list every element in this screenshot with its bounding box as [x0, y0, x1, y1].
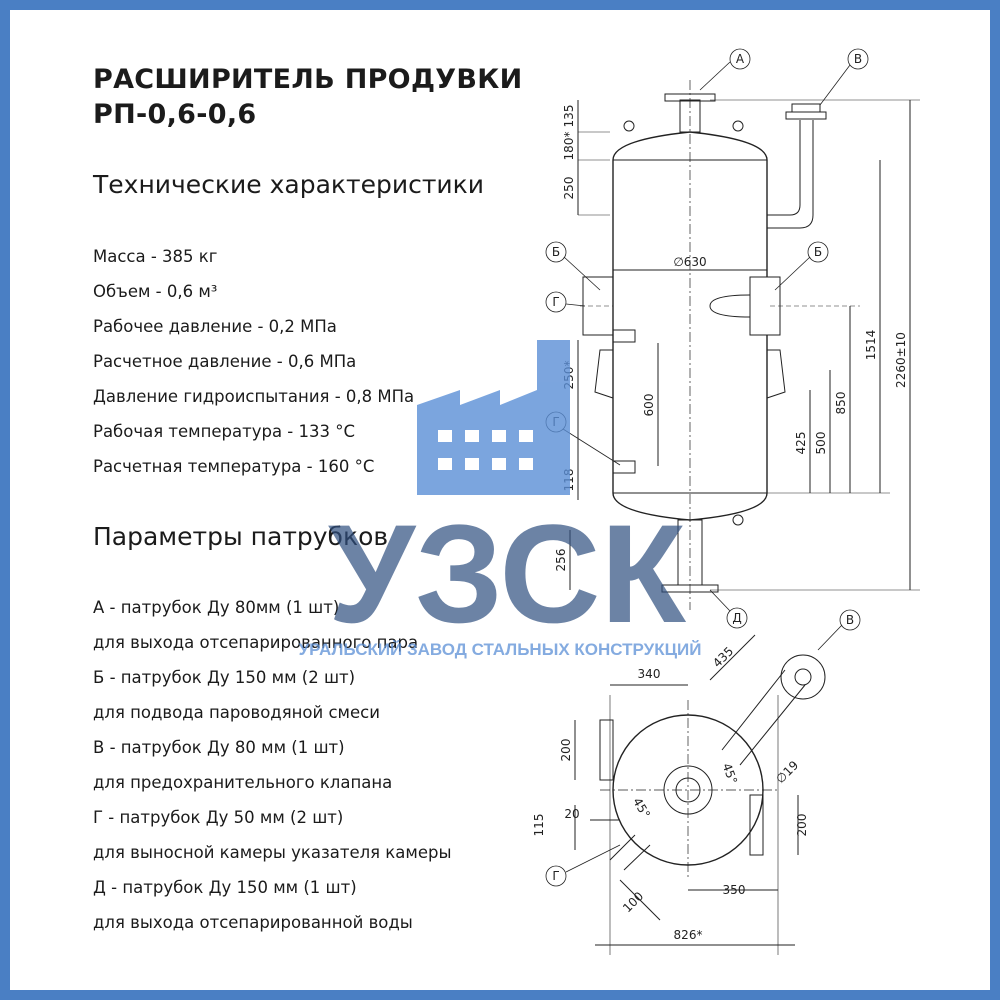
title-line-2: РП-0,6-0,6	[93, 99, 257, 130]
dim-1514: 1514	[864, 330, 878, 361]
dim-200b: 200	[795, 814, 809, 837]
elevation-view	[569, 80, 920, 610]
dim-850: 850	[834, 392, 848, 415]
dim-350: 350	[723, 883, 746, 897]
nozzle-item: А - патрубок Ду 80мм (1 шт)	[93, 598, 340, 617]
technical-drawing: А В Б Б Г Г Д В Г 135 180* 250 ∅630 250*…	[532, 48, 920, 955]
callout-BE-left: Б	[552, 245, 560, 259]
callout-A: А	[736, 52, 745, 66]
dim-200a: 200	[559, 739, 573, 762]
nozzle-item: для выхода отсепарированного пара	[93, 633, 419, 652]
nozzle-item: для выхода отсепарированной воды	[93, 913, 413, 932]
logo-tagline: УРАЛЬСКИЙ ЗАВОД СТАЛЬНЫХ КОНСТРУКЦИЙ	[299, 640, 702, 659]
page-frame: РАСШИРИТЕЛЬ ПРОДУВКИ РП-0,6-0,6 Техничес…	[10, 10, 990, 990]
uzsk-logo-watermark: УЗСК УРАЛЬСКИЙ ЗАВОД СТАЛЬНЫХ КОНСТРУКЦИ…	[299, 340, 702, 659]
logo-letters: УЗСК	[328, 495, 686, 652]
spec-item: Рабочее давление - 0,2 МПа	[93, 317, 337, 336]
callout-D: Д	[732, 611, 741, 625]
nozzle-item: для выносной камеры указателя камеры	[93, 843, 452, 862]
factory-icon	[417, 340, 570, 495]
dim-600: 600	[642, 394, 656, 417]
dim-135: 135	[562, 105, 576, 128]
dim-45a: 45°	[720, 761, 740, 786]
callout-G-plan: Г	[552, 869, 559, 883]
plan-view	[574, 634, 826, 955]
nozzles-heading: Параметры патрубков	[93, 522, 389, 551]
dim-500: 500	[814, 432, 828, 455]
dim-826: 826*	[674, 928, 703, 942]
dim-425: 425	[794, 432, 808, 455]
callout-B-top: В	[854, 52, 862, 66]
callout-B: В	[846, 613, 854, 627]
spec-item: Давление гидроиспытания - 0,8 МПа	[93, 387, 415, 406]
spec-item: Масса - 385 кг	[93, 247, 218, 266]
dim-115: 115	[532, 814, 546, 837]
dim-256: 256	[554, 549, 568, 572]
nozzle-item: Д - патрубок Ду 150 мм (1 шт)	[93, 878, 357, 897]
spec-item: Расчетное давление - 0,6 МПа	[93, 352, 357, 371]
dim-20: 20	[564, 807, 579, 821]
dim-250: 250	[562, 177, 576, 200]
dim-340: 340	[638, 667, 661, 681]
title-line-1: РАСШИРИТЕЛЬ ПРОДУВКИ	[93, 64, 523, 95]
dim-180: 180*	[562, 132, 576, 161]
callout-G1: Г	[552, 295, 559, 309]
callout-BE-right: Б	[814, 245, 822, 259]
nozzle-item: Г - патрубок Ду 50 мм (2 шт)	[93, 808, 344, 827]
nozzle-item: Б - патрубок Ду 150 мм (2 шт)	[93, 668, 356, 687]
nozzle-item: для предохранительного клапана	[93, 773, 393, 792]
spec-item: Расчетная температура - 160 °С	[93, 457, 375, 476]
nozzle-item: для подвода пароводяной смеси	[93, 703, 380, 722]
spec-item: Рабочая температура - 133 °С	[93, 422, 356, 441]
callouts	[545, 48, 869, 887]
dim-2260: 2260±10	[894, 332, 908, 388]
spec-item: Объем - 0,6 м³	[93, 282, 218, 301]
nozzle-item: В - патрубок Ду 80 мм (1 шт)	[93, 738, 345, 757]
dim-630: ∅630	[673, 255, 706, 269]
specs-heading: Технические характеристики	[93, 170, 484, 199]
